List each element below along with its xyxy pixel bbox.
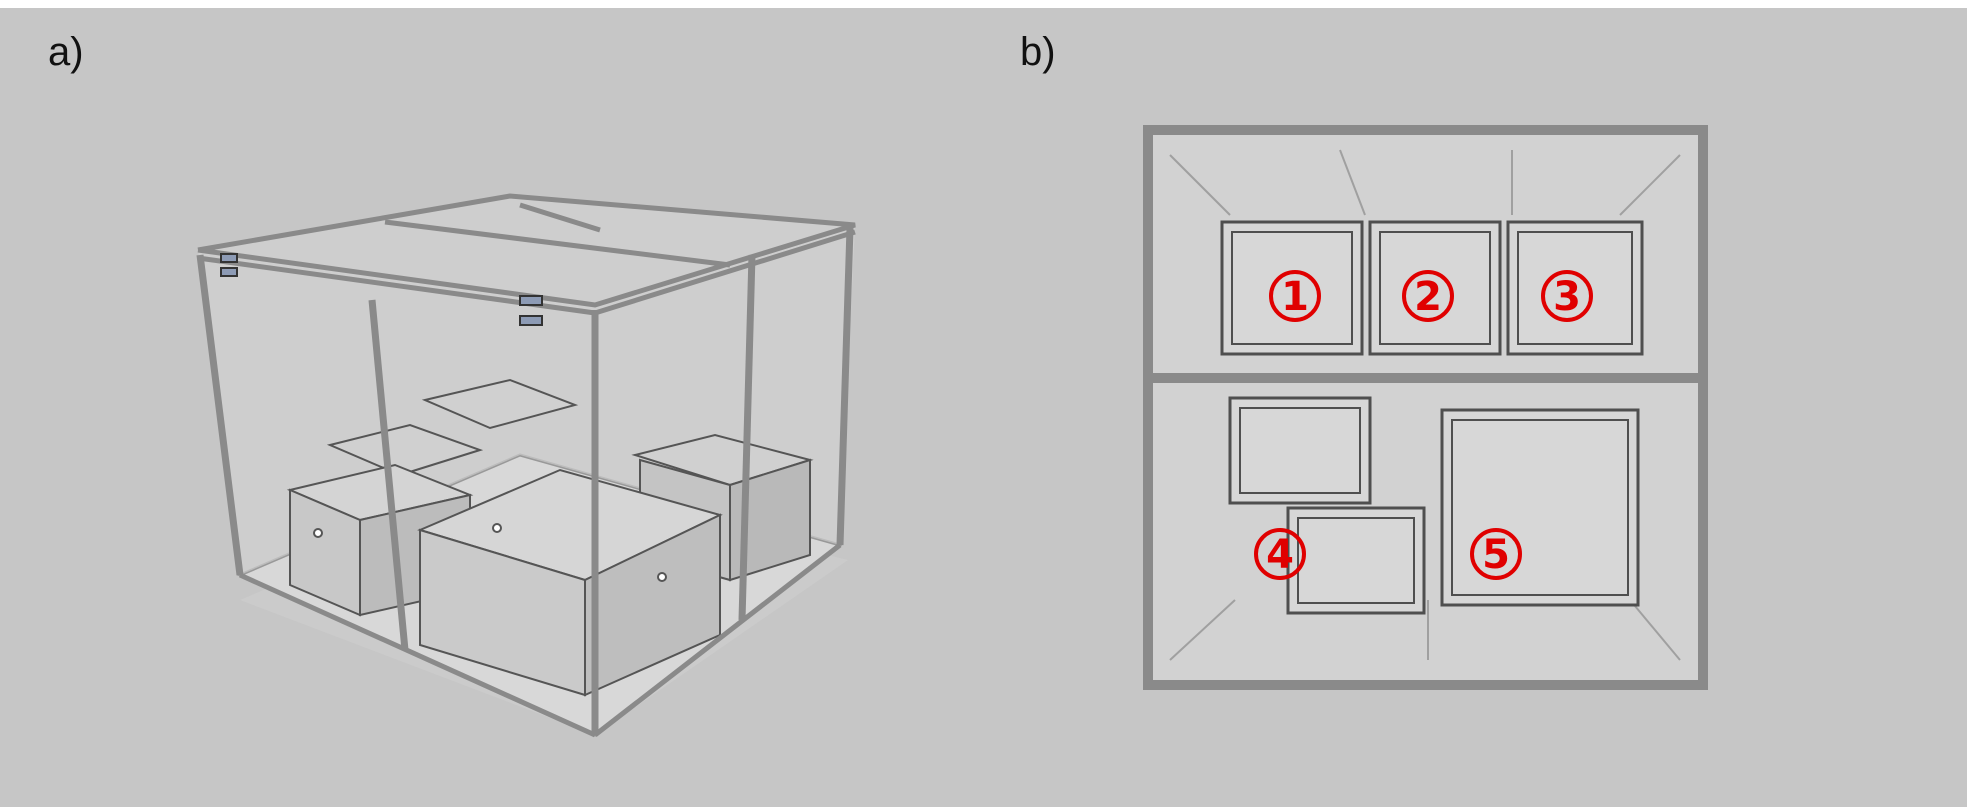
marker-2: 2 xyxy=(1414,274,1442,320)
marker-1-circle xyxy=(1269,270,1321,322)
marker-3: 3 xyxy=(1553,274,1581,320)
marker-5: 5 xyxy=(1482,532,1510,578)
panel-b-label: b) xyxy=(1020,30,1056,74)
marker-2-circle xyxy=(1402,270,1454,322)
marker-3-circle xyxy=(1541,270,1593,322)
top-view-enclosure: 1 2 3 4 5 xyxy=(1143,125,1708,690)
boxes xyxy=(286,378,814,697)
corner-brackets xyxy=(220,253,543,326)
panel-a-label: a) xyxy=(48,30,84,74)
marker-4: 4 xyxy=(1266,532,1294,578)
marker-1: 1 xyxy=(1281,274,1309,320)
marker-4-circle xyxy=(1254,528,1306,580)
top-view-boxes xyxy=(1220,220,1644,615)
bottom-frame xyxy=(238,543,842,738)
marker-5-circle xyxy=(1470,528,1522,580)
isometric-enclosure xyxy=(196,193,856,738)
box-number-markers: 1 2 3 4 5 xyxy=(1254,270,1593,580)
vertical-posts xyxy=(196,227,854,735)
